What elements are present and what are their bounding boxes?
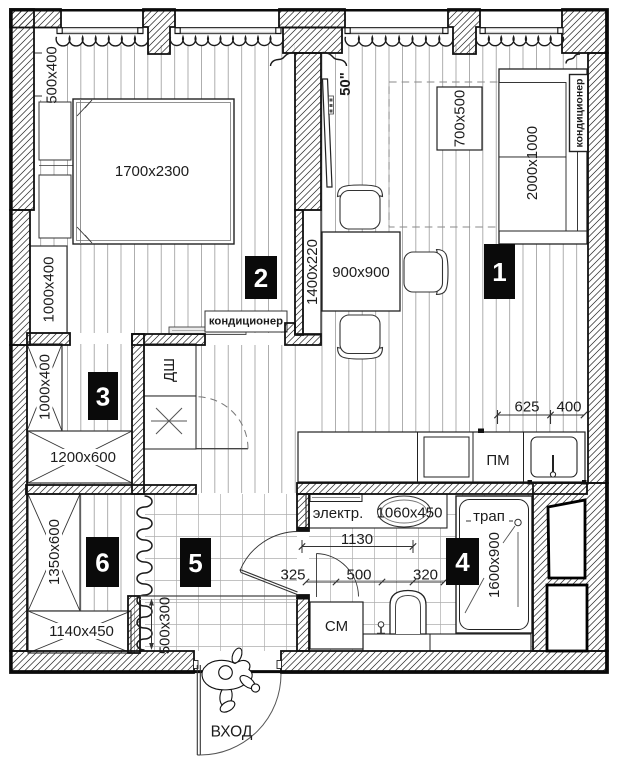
svg-text:2: 2 [254, 263, 268, 293]
svg-text:кондиционер: кондиционер [574, 79, 586, 148]
svg-text:3: 3 [96, 382, 110, 412]
svg-text:2000x1000: 2000x1000 [524, 126, 541, 200]
svg-text:6: 6 [95, 548, 109, 578]
svg-text:1130: 1130 [341, 531, 373, 548]
svg-text:50": 50" [337, 72, 354, 96]
svg-text:5: 5 [188, 548, 202, 578]
svg-text:900x900: 900x900 [332, 264, 390, 281]
svg-text:1350x600: 1350x600 [46, 519, 63, 585]
svg-text:500: 500 [346, 567, 371, 584]
svg-text:ДШ: ДШ [161, 358, 178, 382]
svg-text:1140x450: 1140x450 [49, 623, 114, 640]
svg-text:1000x400: 1000x400 [41, 257, 58, 323]
svg-text:1000x400: 1000x400 [37, 354, 54, 420]
svg-text:1200x600: 1200x600 [50, 449, 116, 466]
svg-text:500x300: 500x300 [157, 597, 174, 655]
svg-text:электр.: электр. [313, 505, 364, 522]
svg-text:1600x900: 1600x900 [486, 532, 503, 598]
svg-text:кондиционер: кондиционер [209, 316, 283, 328]
svg-text:1400x220: 1400x220 [304, 239, 321, 305]
svg-text:625: 625 [514, 399, 539, 416]
svg-text:1060x450: 1060x450 [377, 505, 443, 522]
svg-text:400: 400 [556, 399, 581, 416]
svg-text:700x500: 700x500 [452, 90, 469, 148]
svg-text:1: 1 [492, 257, 506, 287]
svg-text:СМ: СМ [325, 618, 348, 635]
svg-text:ВХОД: ВХОД [211, 724, 253, 741]
svg-text:320: 320 [413, 567, 438, 584]
svg-text:1700x2300: 1700x2300 [115, 163, 189, 180]
svg-text:500x400: 500x400 [44, 46, 61, 104]
svg-text:4: 4 [455, 547, 470, 577]
svg-text:трап: трап [473, 508, 505, 525]
svg-text:325: 325 [280, 567, 305, 584]
svg-text:ПМ: ПМ [486, 452, 509, 469]
